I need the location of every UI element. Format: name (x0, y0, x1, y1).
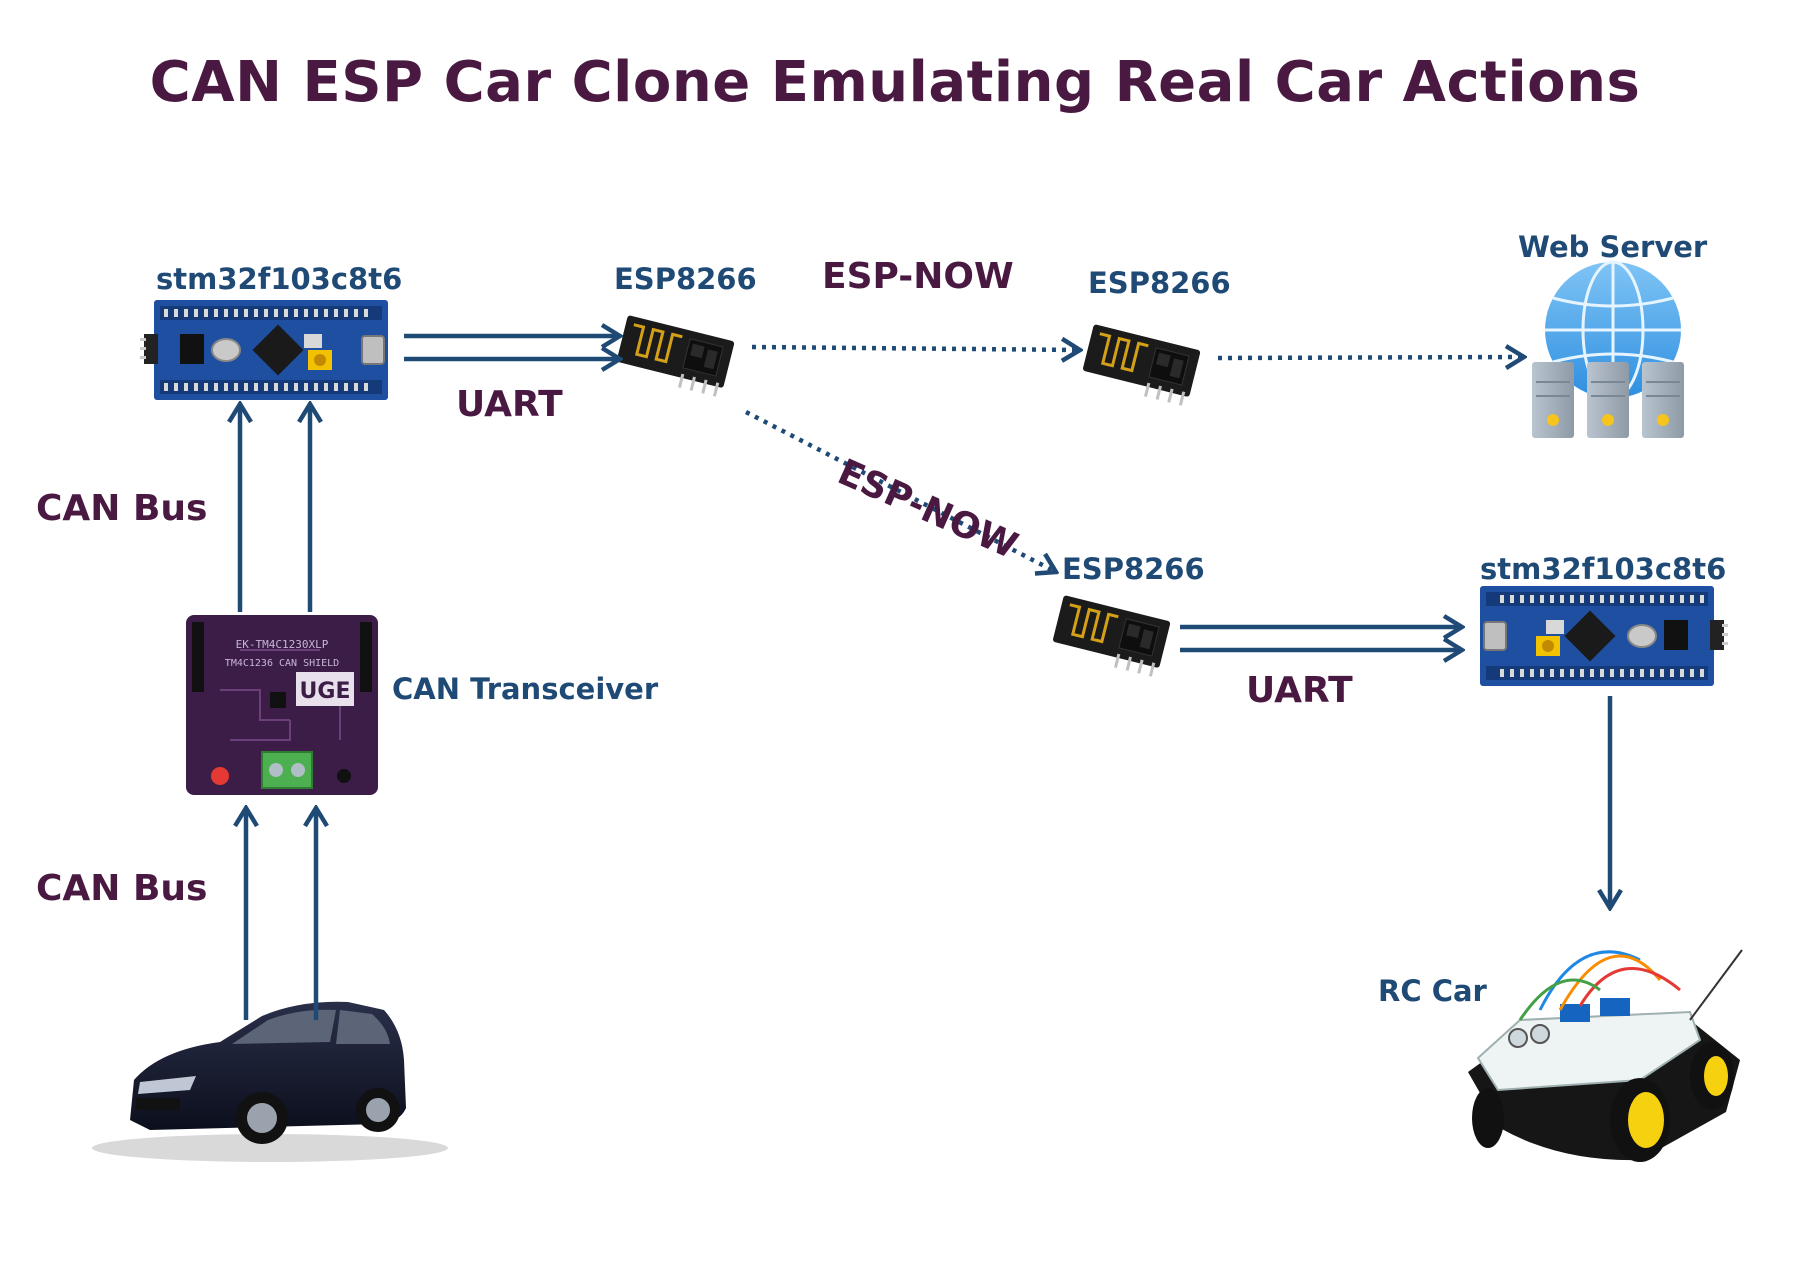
label-esp-now-top: ESP-NOW (822, 256, 1014, 297)
uart-link-bottom (1180, 627, 1462, 650)
stm32-board-bottom-icon (1480, 586, 1728, 686)
esp-now-link-top (751, 347, 1080, 350)
label-stm32-top: stm32f103c8t6 (156, 262, 403, 296)
server-rack (1532, 362, 1684, 438)
label-can-bus-bottom: CAN Bus (36, 868, 208, 909)
esp8266-module-top-left-icon (617, 315, 735, 397)
label-uart-bottom: UART (1246, 670, 1353, 711)
can-transceiver-shield-icon: EK-TM4C1230XLP TM4C1236 CAN SHIELD UGE (186, 615, 378, 795)
label-stm32-bottom: stm32f103c8t6 (1480, 552, 1727, 586)
diagram-title: CAN ESP Car Clone Emulating Real Car Act… (149, 50, 1641, 115)
label-can-transceiver: CAN Transceiver (392, 672, 659, 706)
label-rc-car: RC Car (1378, 974, 1487, 1008)
label-uart-top: UART (456, 384, 563, 425)
can-bus-link-bottom (246, 808, 316, 1020)
esp-now-link-diagonal (744, 410, 1056, 572)
can-bus-link-top (240, 404, 310, 612)
shield-text-line1: EK-TM4C1230XLP (236, 638, 329, 651)
label-esp8266-bottom: ESP8266 (1062, 552, 1205, 586)
label-web-server: Web Server (1518, 230, 1708, 264)
esp8266-module-bottom-icon (1053, 595, 1171, 677)
stm32-board-top-icon (140, 300, 388, 400)
uart-link-top (404, 336, 620, 359)
label-esp8266-top-right: ESP8266 (1088, 266, 1231, 300)
web-server-icon (1532, 260, 1684, 438)
label-can-bus-top: CAN Bus (36, 488, 208, 529)
shield-text-line2: TM4C1236 CAN SHIELD (225, 658, 339, 669)
rc-car-icon (1468, 949, 1743, 1162)
label-esp8266-top-left: ESP8266 (614, 262, 757, 296)
shield-logo: UGE (300, 679, 351, 704)
esp8266-module-top-right-icon (1083, 324, 1201, 406)
real-car-icon (92, 1001, 448, 1162)
wifi-link-web-server (1217, 357, 1524, 358)
